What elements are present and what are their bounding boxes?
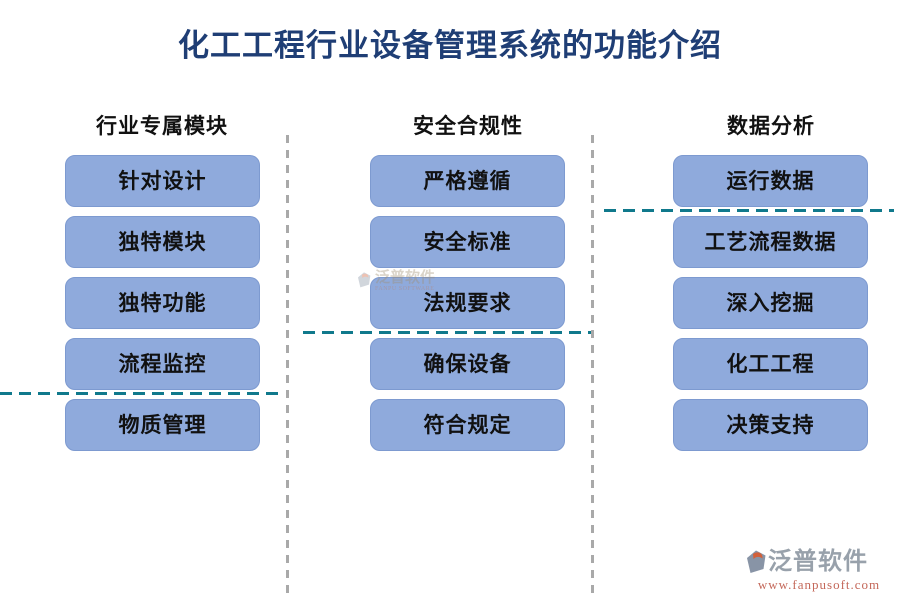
- fanpu-logo-icon: [747, 550, 766, 573]
- feature-pill-chemical-engineering: 化工工程: [673, 338, 868, 390]
- feature-pill-safety-standards: 安全标准: [370, 216, 565, 268]
- feature-pill-ensure-equipment: 确保设备: [370, 338, 565, 390]
- feature-pill-strict-adherence: 严格遵循: [370, 155, 565, 207]
- feature-pill-process-monitoring: 流程监控: [65, 338, 260, 390]
- brand-logo-text: 泛普软件: [768, 549, 868, 575]
- vertical-divider-dashed-right: [591, 135, 594, 600]
- feature-pill-meet-regulations: 符合规定: [370, 399, 565, 451]
- horizontal-connector-dashed-left: [0, 392, 281, 395]
- feature-pill-process-flow-data: 工艺流程数据: [673, 216, 868, 268]
- feature-pill-deep-mining: 深入挖掘: [673, 277, 868, 329]
- feature-pill-unique-modules: 独特模块: [65, 216, 260, 268]
- feature-pill-regulatory-requirements: 法规要求: [370, 277, 565, 329]
- column-header-safety-compliance: 安全合规性: [413, 114, 523, 138]
- feature-pill-unique-functions: 独特功能: [65, 277, 260, 329]
- page-title: 化工工程行业设备管理系统的功能介绍: [178, 28, 722, 63]
- feature-pill-operating-data: 运行数据: [673, 155, 868, 207]
- feature-pill-targeted-design: 针对设计: [65, 155, 260, 207]
- horizontal-connector-dashed-right: [604, 209, 894, 212]
- horizontal-connector-dashed-middle: [303, 331, 591, 334]
- column-header-industry-modules: 行业专属模块: [96, 114, 228, 138]
- vertical-divider-dashed-left: [286, 135, 289, 600]
- brand-block: 泛普软件 www.fanpusoft.com: [744, 549, 894, 593]
- feature-pill-material-management: 物质管理: [65, 399, 260, 451]
- column-header-data-analysis: 数据分析: [727, 114, 815, 138]
- feature-pill-decision-support: 决策支持: [673, 399, 868, 451]
- brand-website-url: www.fanpusoft.com: [757, 577, 881, 592]
